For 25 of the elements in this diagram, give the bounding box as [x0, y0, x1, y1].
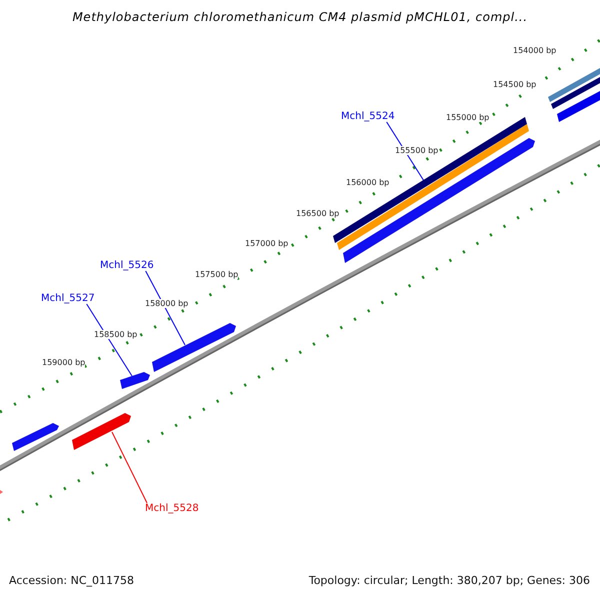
tick-label: 157000 bp	[245, 239, 288, 248]
gene-label: Mchl_5524	[341, 111, 395, 122]
tick-label: 154500 bp	[493, 80, 536, 89]
leader-line	[112, 432, 148, 504]
chart-title: Methylobacterium chloromethanicum CM4 plasmid pMCHL01, compl...	[71, 10, 529, 24]
tick-label: 155000 bp	[446, 113, 490, 122]
gene-segment	[120, 372, 150, 389]
leader-line	[145, 270, 186, 346]
gene-segment	[152, 323, 236, 372]
leader-line	[86, 304, 132, 376]
tick-label: 154000 bp	[513, 46, 556, 55]
tick-label: 156000 bp	[346, 178, 390, 187]
footer-text: Accession: NC_011758	[9, 574, 134, 587]
gene-segment	[72, 413, 131, 450]
tick-label: 156500 bp	[296, 209, 340, 218]
tick-label: 157500 bp	[195, 270, 238, 279]
leader-line	[386, 122, 424, 182]
tick-label: 155500 bp	[395, 146, 438, 155]
tick-label: 158500 bp	[94, 330, 138, 339]
footer-text: Topology: circular; Length: 380,207 bp; Genes: 306	[308, 574, 590, 587]
tick-label: 158000 bp	[145, 299, 188, 308]
gene-label: Mchl_5527	[41, 293, 95, 304]
tick-label: 159000 bp	[42, 358, 86, 367]
gene-label: Mchl_5526	[100, 260, 154, 271]
gene-label: Mchl_5528	[145, 503, 199, 514]
